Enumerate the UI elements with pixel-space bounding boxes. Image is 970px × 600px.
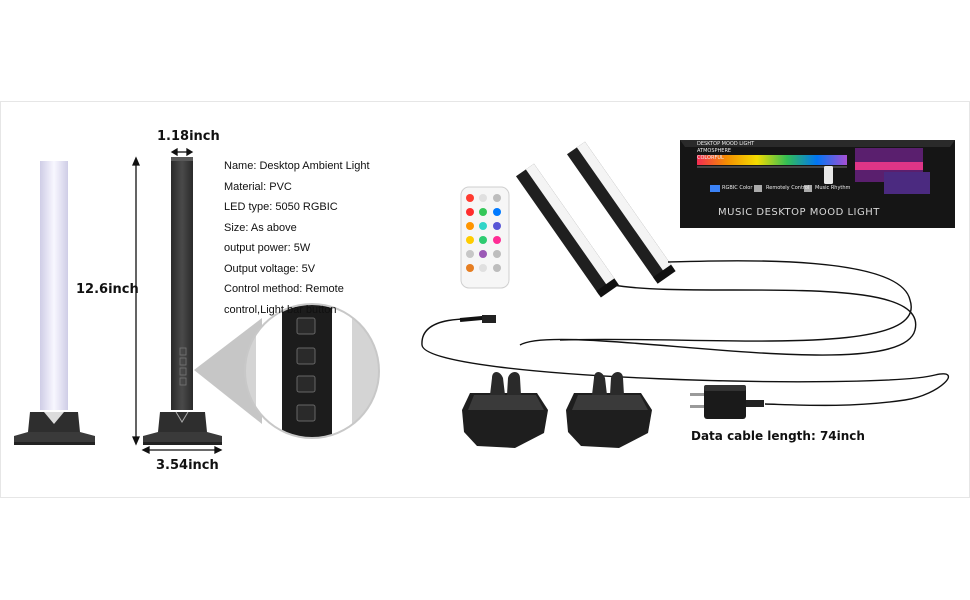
button-panel-callout <box>194 303 380 439</box>
dimension-arrows <box>132 147 223 455</box>
package-feature-2: Remotely Control <box>766 185 810 191</box>
spec-material: Material: PVC <box>224 180 292 193</box>
package-box <box>680 140 955 228</box>
package-title: MUSIC DESKTOP MOOD LIGHT <box>718 207 880 218</box>
glowing-light-bar <box>14 157 95 445</box>
spec-control-method-cont: control,Light bar button <box>224 303 337 316</box>
power-adapter <box>690 385 764 419</box>
package-feature-3: Music Rhythm <box>815 185 851 191</box>
cable-length-label: Data cable length: 74inch <box>691 429 865 443</box>
spec-output-power: output power: 5W <box>224 242 311 254</box>
stand-base-right <box>566 372 652 448</box>
package-top-line1: DESKTOP MOOD LIGHT <box>697 141 755 147</box>
bar-control-buttons <box>296 317 316 422</box>
remote-control <box>460 186 510 289</box>
spec-size: Size: As above <box>224 221 297 234</box>
product-specifications: Name: Desktop Ambient Light Material: PV… <box>224 156 370 320</box>
package-feature-1: RGBIC Color <box>722 185 753 191</box>
base-dimension-label: 3.54inch <box>156 458 219 473</box>
cables <box>421 260 949 407</box>
package-top-line2: ATMOSPHERE <box>697 148 732 154</box>
height-dimension-label: 12.6inch <box>76 282 139 297</box>
light-bar-pair <box>515 141 676 298</box>
package-top-line3: COLORFUL <box>697 155 724 161</box>
package-top-text: DESKTOP MOOD LIGHT ATMOSPHERE COLORFUL <box>697 141 754 162</box>
spec-control-method: Control method: Remote <box>224 283 344 295</box>
stand-base-left <box>462 372 548 448</box>
cable-connector <box>482 315 496 323</box>
spec-output-voltage: Output voltage: 5V <box>224 262 316 275</box>
spec-name: Name: Desktop Ambient Light <box>224 160 370 172</box>
remote-buttons <box>466 194 501 272</box>
dark-light-bar <box>143 157 222 445</box>
width-dimension-label: 1.18inch <box>157 129 220 144</box>
spec-led-type: LED type: 5050 RGBIC <box>224 201 338 213</box>
